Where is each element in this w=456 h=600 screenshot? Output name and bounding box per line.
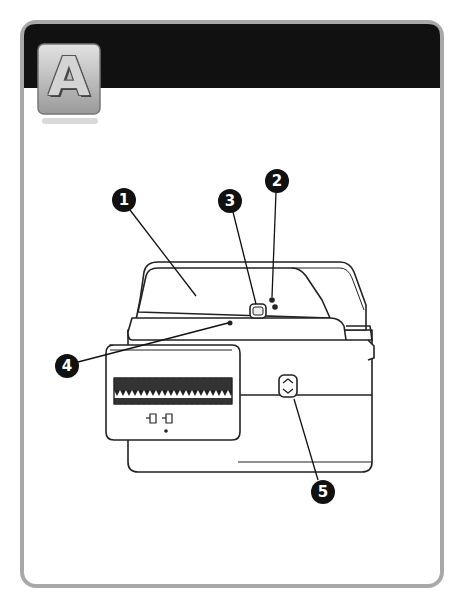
callout-number: 2 [265, 169, 289, 193]
badge [38, 44, 100, 114]
callout-number: 5 [311, 480, 335, 504]
callout-number: 1 [112, 188, 136, 212]
callout-number: 3 [218, 189, 242, 213]
card-frame [22, 22, 442, 586]
callout-number: 4 [55, 354, 79, 378]
printer [106, 262, 374, 472]
section-letter: A [40, 46, 98, 108]
leader-lines [78, 192, 318, 480]
